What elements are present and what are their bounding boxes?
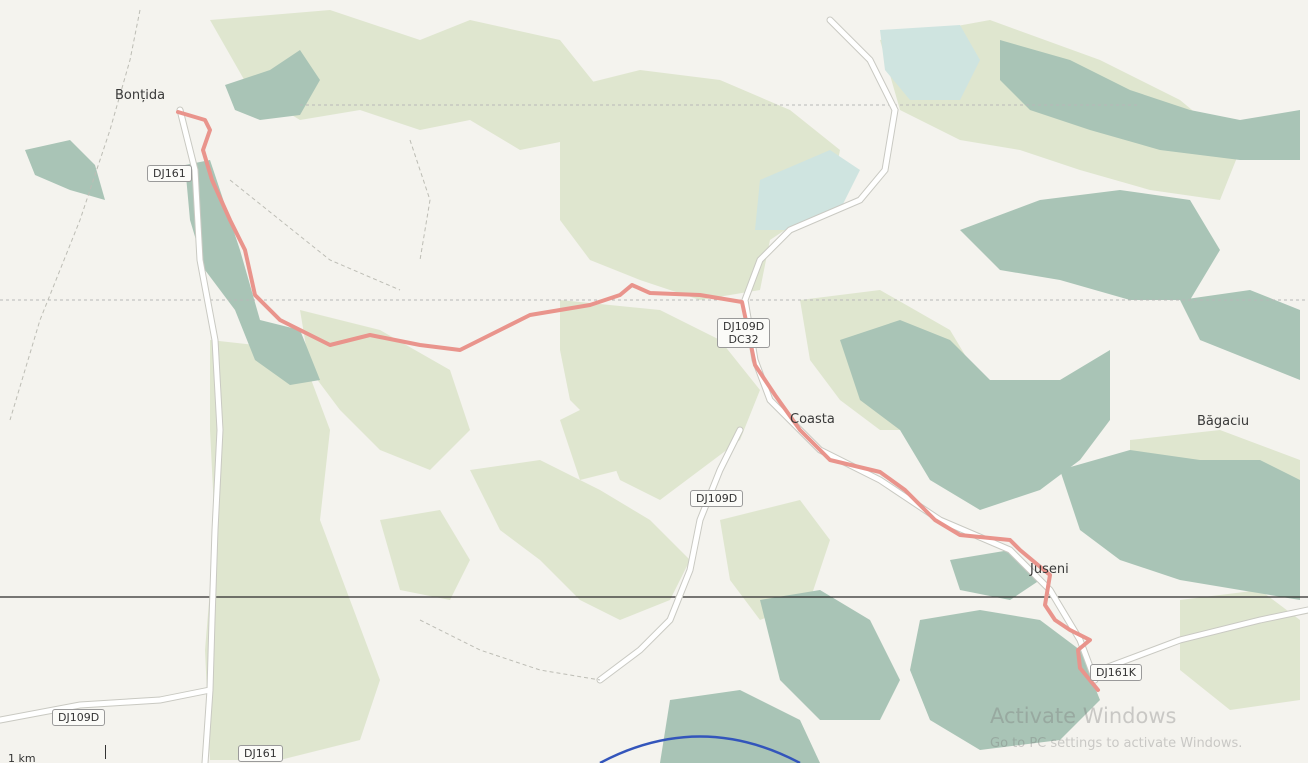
road-shield-dc32: DC32 — [728, 333, 759, 346]
road-shield-dj161: DJ161 — [147, 165, 192, 182]
place-label-bagaciu: Băgaciu — [1197, 414, 1250, 429]
place-label-bontida: Bonțida — [115, 88, 166, 103]
route-line — [176, 110, 1100, 692]
road-shield-dj161k: DJ161K — [1090, 664, 1142, 681]
place-label-juseni: Juseni — [1030, 562, 1069, 577]
watermark-title: Activate Windows — [990, 704, 1177, 728]
watermark-subtitle: Go to PC settings to activate Windows. — [990, 736, 1243, 751]
road-shield-dj109d-bottom: DJ109D — [52, 709, 106, 726]
place-label-coasta: Coasta — [790, 412, 835, 427]
tracks — [9, 9, 601, 681]
scale-bar — [105, 745, 106, 759]
stamp-arc — [599, 735, 801, 763]
road-shield-dj109d-mid: DJ109D — [690, 490, 744, 507]
vegetation-dark — [25, 40, 1300, 763]
grid-lines — [0, 104, 1308, 301]
road-shield-dj109d-dc32: DJ109D DC32 — [717, 318, 771, 348]
scale-label: 1 km — [8, 752, 36, 763]
road-shield-dj161-bottom: DJ161 — [238, 745, 283, 762]
road-shield-dj109d: DJ109D — [723, 320, 765, 333]
